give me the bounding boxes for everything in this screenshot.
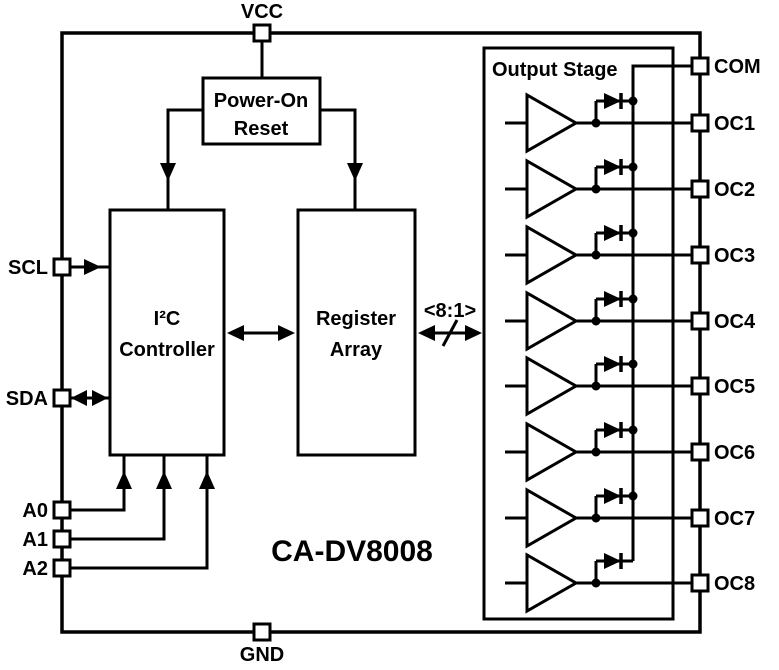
bus-width-slash	[441, 319, 459, 347]
rail-junction-dot-6	[628, 425, 638, 435]
chip-boundary	[60, 31, 702, 634]
oc6-pin-group: OC6	[690, 442, 755, 464]
register-array-label-line1: Register	[316, 308, 396, 330]
sda-pin-group: SDA	[6, 388, 110, 410]
a1-pin	[52, 529, 72, 549]
vcc-pin	[252, 23, 272, 43]
oc2-label: OC2	[714, 179, 755, 201]
a2-pin-group: A2	[22, 455, 215, 580]
oc4-label: OC4	[714, 311, 756, 333]
a1-label: A1	[22, 529, 48, 551]
oc8-pin-group: OC8	[690, 573, 755, 595]
com-pin-group: COM	[690, 56, 761, 78]
power-on-reset-box	[201, 76, 322, 146]
a1-pin-group: A1	[22, 455, 172, 551]
gnd-pin-group: GND	[240, 622, 284, 666]
rail-junction-dot-4	[628, 294, 638, 304]
sda-label: SDA	[6, 388, 48, 410]
gnd-label: GND	[240, 644, 284, 666]
oc4-pin	[690, 311, 710, 331]
power-on-reset-block: Power-On Reset	[160, 76, 363, 210]
output-stage-block: Output Stage	[482, 46, 702, 621]
a2-wire	[70, 455, 209, 570]
scl-pin	[52, 257, 72, 277]
a2-pin	[52, 558, 72, 578]
a1-arrowhead	[156, 471, 172, 489]
oc1-pin-group: OC1	[690, 113, 755, 135]
sda-pin	[52, 388, 72, 408]
rail-junction-dot-2	[628, 162, 638, 172]
output-stage-label: Output Stage	[492, 59, 618, 81]
oc8-label: OC8	[714, 573, 755, 595]
a0-wire	[70, 455, 126, 512]
oc3-pin	[690, 245, 710, 265]
scl-label: SCL	[8, 257, 48, 279]
por-to-register-wire	[320, 108, 357, 210]
oc5-pin-group: OC5	[690, 376, 755, 398]
com-rail-wire	[631, 64, 692, 561]
rail-junction-dot-5	[628, 359, 638, 369]
oc2-pin	[690, 179, 710, 199]
por-to-i2c-arrowhead	[160, 163, 176, 181]
i2c-register-bus-arrowhead-right	[278, 325, 295, 341]
por-to-register-arrowhead	[347, 163, 363, 181]
oc5-label: OC5	[714, 376, 755, 398]
oc2-pin-group: OC2	[690, 179, 755, 201]
power-on-reset-label-line2: Reset	[234, 118, 289, 140]
a0-label: A0	[22, 500, 48, 522]
register-array-label-line2: Array	[330, 339, 383, 361]
sda-arrowhead-left	[71, 390, 87, 406]
register-array-box	[296, 208, 417, 457]
rail-junction-dot-7	[628, 491, 638, 501]
oc7-label: OC7	[714, 508, 755, 530]
oc7-pin-group: OC7	[690, 508, 755, 530]
oc6-pin	[690, 442, 710, 462]
a0-arrowhead	[116, 471, 132, 489]
oc3-label: OC3	[714, 245, 755, 267]
register-output-bus-arrowhead-left	[418, 325, 435, 341]
por-to-i2c-wire	[166, 108, 203, 210]
i2c-register-bus-arrow	[227, 325, 295, 341]
oc4-pin-group: OC4	[690, 311, 756, 333]
register-output-bus-arrow: <8:1>	[418, 300, 482, 347]
vcc-pin-group: VCC	[241, 1, 283, 78]
output-stage-box	[482, 46, 675, 621]
register-output-bus-arrowhead-right	[465, 325, 482, 341]
oc3-pin-group: OC3	[690, 245, 755, 267]
oc6-label: OC6	[714, 442, 755, 464]
oc7-pin	[690, 508, 710, 528]
bus-width-label: <8:1>	[424, 300, 476, 322]
i2c-controller-label-line1: I²C	[154, 308, 181, 330]
rail-junction-dot-3	[628, 228, 638, 238]
sda-arrowhead-right	[92, 390, 108, 406]
a2-arrowhead	[199, 471, 215, 489]
vcc-label: VCC	[241, 1, 283, 23]
part-number: CA-DV8008	[271, 535, 433, 568]
oc1-label: OC1	[714, 113, 755, 135]
register-array-block: Register Array	[296, 208, 417, 457]
scl-arrowhead	[84, 259, 101, 275]
oc5-pin	[690, 376, 710, 396]
a1-wire	[70, 455, 166, 541]
gnd-pin	[252, 622, 272, 642]
com-pin	[690, 56, 710, 76]
com-label: COM	[714, 56, 761, 78]
a2-label: A2	[22, 558, 48, 580]
oc1-pin	[690, 113, 710, 133]
a0-pin	[52, 500, 72, 520]
i2c-controller-label-line2: Controller	[119, 339, 215, 361]
i2c-controller-box	[108, 208, 226, 457]
a0-pin-group: A0	[22, 455, 132, 522]
oc8-pin	[690, 573, 710, 593]
i2c-register-bus-arrowhead-left	[227, 325, 244, 341]
power-on-reset-label-line1: Power-On	[214, 90, 308, 112]
scl-pin-group: SCL	[8, 257, 110, 279]
rail-junction-dot-1	[628, 96, 638, 106]
i2c-controller-block: I²C Controller	[108, 208, 226, 457]
